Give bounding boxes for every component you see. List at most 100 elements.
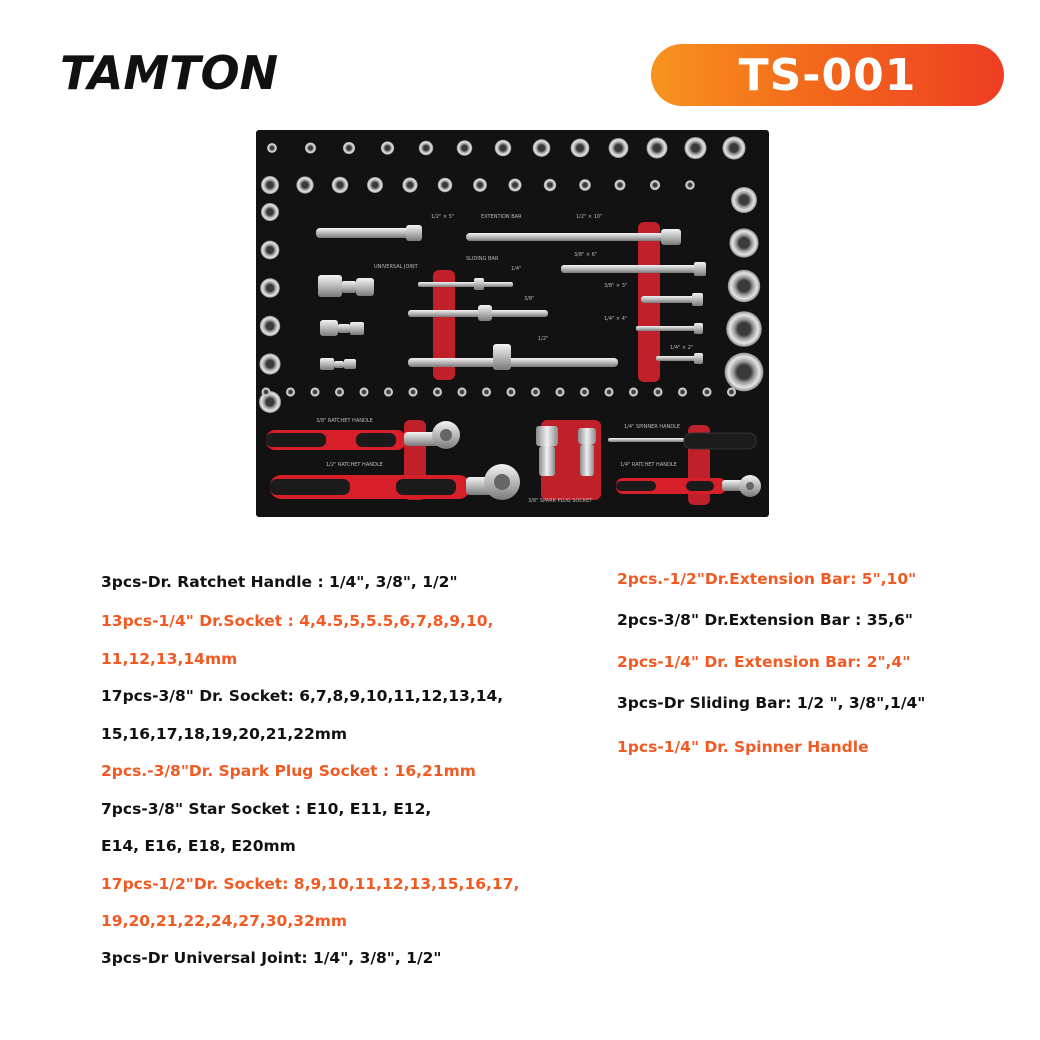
sliding-bar-half: [408, 344, 618, 370]
product-photo-tool-tray: EXTENTION BAR 1/2" × 5" 1/2" × 10" UNIVE…: [256, 130, 769, 517]
spec-sliding-bar: 3pcs-Dr Sliding Bar: 1/2 ", 3/8",1/4": [617, 694, 926, 712]
socket: [506, 387, 516, 397]
spec-universal-joint: 3pcs-Dr Universal Joint: 1/4", 3/8", 1/2…: [101, 949, 442, 967]
socket: [296, 176, 314, 194]
universal-joint-38: [320, 320, 364, 336]
socket: [481, 387, 492, 397]
socket: [432, 387, 443, 397]
socket: [334, 387, 345, 397]
socket: [494, 139, 512, 157]
spec-half-socket-cont: 19,20,21,22,24,27,30,32mm: [101, 912, 348, 930]
socket: [702, 387, 712, 397]
socket: [653, 387, 663, 397]
socket: [456, 140, 473, 156]
socket: [310, 387, 320, 397]
socket: [724, 352, 764, 392]
spec-spinner-handle: 1pcs-1/4" Dr. Spinner Handle: [617, 738, 869, 756]
extension-bar-38-3: [641, 293, 703, 306]
socket: [731, 187, 757, 213]
spec-star-socket-cont: E14, E16, E18, E20mm: [101, 837, 296, 855]
ratchet-handle-38: [266, 421, 460, 450]
socket: [402, 177, 418, 193]
socket: [408, 387, 418, 397]
socket: [684, 136, 707, 160]
socket: [267, 143, 277, 153]
socket: [722, 136, 746, 160]
tray-label-ratchet-38: 3/8" RATCHET HANDLE: [316, 418, 373, 424]
socket: [726, 387, 737, 397]
socket: [508, 178, 522, 192]
socket: [383, 387, 394, 397]
socket: [555, 387, 565, 397]
socket: [604, 387, 614, 397]
spec-38-socket: 17pcs-3/8" Dr. Socket: 6,7,8,9,10,11,12,…: [101, 687, 504, 705]
tray-label-14-x2: 1/4" × 2": [670, 345, 693, 351]
spec-star-socket: 7pcs-3/8" Star Socket : E10, E11, E12,: [101, 800, 432, 818]
socket: [543, 178, 557, 192]
socket: [457, 387, 467, 397]
socket: [260, 240, 280, 260]
tray-label-38-x3: 3/8" × 3": [604, 283, 627, 289]
socket: [359, 387, 369, 397]
socket: [259, 315, 281, 337]
tray-label-universal-joint: UNIVERSAL JOINT: [374, 264, 419, 270]
socket: [342, 141, 356, 155]
socket: [729, 228, 759, 258]
spec-38-socket-cont: 15,16,17,18,19,20,21,22mm: [101, 725, 348, 743]
tray-label-ratchet-quarter: 1/4" RATCHET HANDLE: [620, 462, 677, 468]
socket: [261, 176, 279, 194]
socket: [418, 140, 434, 156]
socket: [530, 387, 541, 397]
socket: [579, 387, 590, 397]
tray-label-extension-bar: EXTENTION BAR: [481, 214, 522, 220]
socket: [260, 278, 280, 298]
socket: [579, 179, 591, 191]
socket: [614, 179, 626, 191]
tray-label-half: 1/2": [538, 336, 548, 342]
socket: [437, 177, 453, 193]
socket: [259, 391, 281, 413]
universal-joint-quarter: [320, 358, 356, 370]
socket: [331, 176, 349, 194]
spark-plug-socket-16: [578, 428, 596, 476]
socket: [261, 387, 271, 397]
socket: [726, 311, 762, 347]
extension-bar-14-2: [656, 353, 703, 364]
brand-logo: TAMTON: [60, 46, 279, 100]
extension-bar-half-5: [316, 225, 422, 241]
extension-bar-38-6: [561, 262, 706, 276]
socket: [677, 387, 688, 397]
spinner-handle: [608, 432, 757, 450]
model-number: TS-001: [738, 49, 917, 101]
socket: [532, 139, 551, 157]
tray-label-half-5: 1/2" × 5": [431, 214, 454, 220]
tray-label-14-x4: 1/4" × 4": [604, 316, 627, 322]
socket: [380, 141, 395, 155]
socket: [367, 177, 383, 193]
tray-label-quarter: 1/4": [511, 266, 521, 272]
universal-joint-half: [318, 275, 374, 297]
extension-bar-14-4: [636, 323, 703, 334]
tray-label-half-10: 1/2" × 10": [576, 214, 602, 220]
ratchet-handle-half: [270, 464, 520, 500]
sliding-bar-38: [408, 305, 548, 321]
tray-label-ratchet-half: 1/2" RATCHET HANDLE: [326, 462, 383, 468]
spec-38-extension-bar: 2pcs-3/8" Dr.Extension Bar : 35,6": [617, 611, 914, 629]
spec-half-extension-bar: 2pcs.-1/2"Dr.Extension Bar: 5",10": [617, 570, 917, 588]
tray-label-38-x6: 3/8" × 6": [574, 252, 597, 258]
ratchet-handle-quarter: [616, 475, 761, 497]
socket: [570, 138, 590, 158]
tray-label-spark-plug: 3/8" SPARK PLUG SOCKET: [528, 498, 593, 504]
spark-plug-socket-21: [536, 426, 558, 476]
socket: [261, 203, 279, 221]
spec-quarter-socket: 13pcs-1/4" Dr.Socket : 4,4.5,5,5.5,6,7,8…: [101, 612, 494, 630]
socket: [285, 387, 296, 397]
red-insert: [433, 270, 455, 380]
spec-quarter-extension-bar: 2pcs-1/4" Dr. Extension Bar: 2",4": [617, 653, 911, 671]
spec-quarter-socket-cont: 11,12,13,14mm: [101, 650, 238, 668]
socket: [259, 353, 281, 375]
tray-label-sliding-bar: SLIDING BAR: [466, 256, 499, 262]
socket: [685, 180, 695, 190]
extension-bar-half-10: [466, 229, 681, 245]
tray-label-38: 3/8": [524, 296, 534, 302]
